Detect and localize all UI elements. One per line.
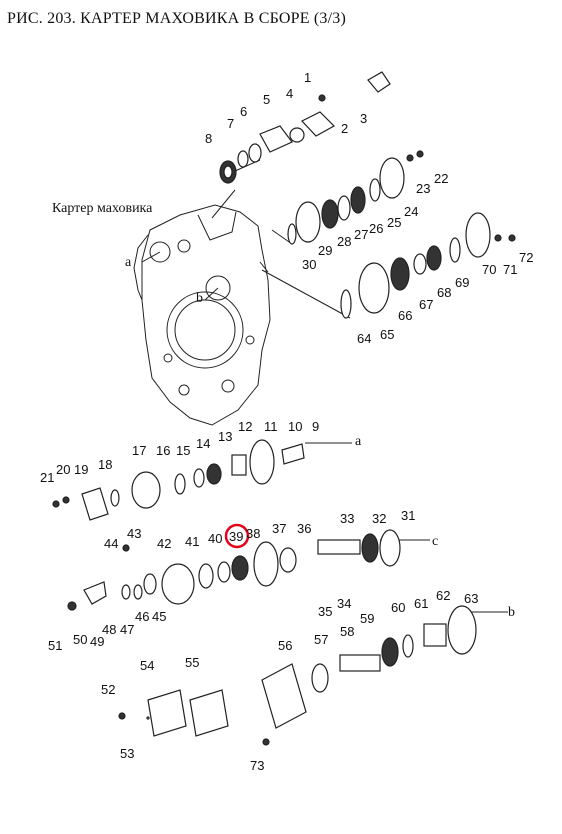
part-number: 26 xyxy=(369,221,383,236)
part-number: 67 xyxy=(419,297,433,312)
shaft-assembly-b xyxy=(118,605,477,746)
part-number: 73 xyxy=(250,758,264,773)
part-number: 54 xyxy=(140,658,154,673)
part-number: 45 xyxy=(152,609,166,624)
part-number: 66 xyxy=(398,308,412,323)
ref-letter-b-shaft: b xyxy=(508,605,515,620)
part-number: 60 xyxy=(391,600,405,615)
part-number: 16 xyxy=(156,443,170,458)
gear-cluster-lower xyxy=(340,212,516,319)
part-number: 70 xyxy=(482,262,496,277)
part-number: 55 xyxy=(185,655,199,670)
part-number: 62 xyxy=(436,588,450,603)
part-number: 37 xyxy=(272,521,286,536)
part-number: 3 xyxy=(360,111,367,126)
part-number: 7 xyxy=(227,116,234,131)
part-number: 43 xyxy=(127,526,141,541)
part-number: 44 xyxy=(104,536,118,551)
part-number: 19 xyxy=(74,462,88,477)
part-number: 38 xyxy=(246,526,260,541)
cover-assembly xyxy=(219,71,391,184)
part-number: 58 xyxy=(340,624,354,639)
part-number: 35 xyxy=(318,604,332,619)
part-number: 46 xyxy=(135,609,149,624)
part-number: 65 xyxy=(380,327,394,342)
part-number-labels: 1 2 3 4 5 6 7 8 9 10 11 12 13 14 15 16 1… xyxy=(40,70,533,773)
shaft-assembly-a xyxy=(52,439,305,521)
part-number: 41 xyxy=(185,534,199,549)
part-number: 25 xyxy=(387,215,401,230)
part-number: 21 xyxy=(40,470,54,485)
part-number: 51 xyxy=(48,638,62,653)
shaft-assembly-c xyxy=(67,529,401,611)
part-number: 11 xyxy=(264,419,278,434)
part-number: 18 xyxy=(98,457,112,472)
part-number: 1 xyxy=(304,70,311,85)
part-number: 52 xyxy=(101,682,115,697)
part-number: 40 xyxy=(208,531,222,546)
part-number: 59 xyxy=(360,611,374,626)
part-number: 68 xyxy=(437,285,451,300)
part-number: 69 xyxy=(455,275,469,290)
part-number: 27 xyxy=(354,227,368,242)
ref-letter-c: c xyxy=(432,534,438,549)
part-number: 20 xyxy=(56,462,70,477)
part-number: 28 xyxy=(337,234,351,249)
part-number: 24 xyxy=(404,204,418,219)
part-number: 53 xyxy=(120,746,134,761)
gear-cluster-upper xyxy=(287,150,424,245)
part-number: 36 xyxy=(297,521,311,536)
part-number: 50 xyxy=(73,632,87,647)
part-number: 39 xyxy=(229,529,243,544)
ref-letter-a: a xyxy=(125,255,132,270)
part-number: 2 xyxy=(341,121,348,136)
part-number: 42 xyxy=(157,536,171,551)
part-number: 34 xyxy=(337,596,351,611)
part-number: 29 xyxy=(318,243,332,258)
part-number: 17 xyxy=(132,443,146,458)
part-number: 14 xyxy=(196,436,210,451)
part-number: 72 xyxy=(519,250,533,265)
flywheel-housing xyxy=(133,204,271,426)
part-number: 6 xyxy=(240,104,247,119)
highlight-circle xyxy=(224,523,250,549)
part-number: 10 xyxy=(288,419,302,434)
part-number: 15 xyxy=(176,443,190,458)
part-number: 56 xyxy=(278,638,292,653)
part-number: 22 xyxy=(434,171,448,186)
part-number: 48 xyxy=(102,622,116,637)
part-number: 33 xyxy=(340,511,354,526)
part-number: 13 xyxy=(218,429,232,444)
part-number: 57 xyxy=(314,632,328,647)
ref-letter-a-shaft: a xyxy=(355,434,362,449)
part-number: 31 xyxy=(401,508,415,523)
part-number: 9 xyxy=(312,419,319,434)
part-number: 8 xyxy=(205,131,212,146)
ref-letter-b: b xyxy=(196,291,203,306)
part-number: 71 xyxy=(503,262,517,277)
part-number: 5 xyxy=(263,92,270,107)
part-number: 47 xyxy=(120,622,134,637)
figure-title: РИС. 203. КАРТЕР МАХОВИКА В СБОРЕ (3/3) xyxy=(7,10,346,27)
part-number: 4 xyxy=(286,86,293,101)
part-number: 32 xyxy=(372,511,386,526)
part-number: 30 xyxy=(302,257,316,272)
part-number: 12 xyxy=(238,419,252,434)
part-number: 64 xyxy=(357,331,371,346)
housing-label: Картер маховика xyxy=(52,201,153,216)
part-number: 23 xyxy=(416,181,430,196)
part-number: 63 xyxy=(464,591,478,606)
part-number: 61 xyxy=(414,596,428,611)
part-number: 49 xyxy=(90,634,104,649)
